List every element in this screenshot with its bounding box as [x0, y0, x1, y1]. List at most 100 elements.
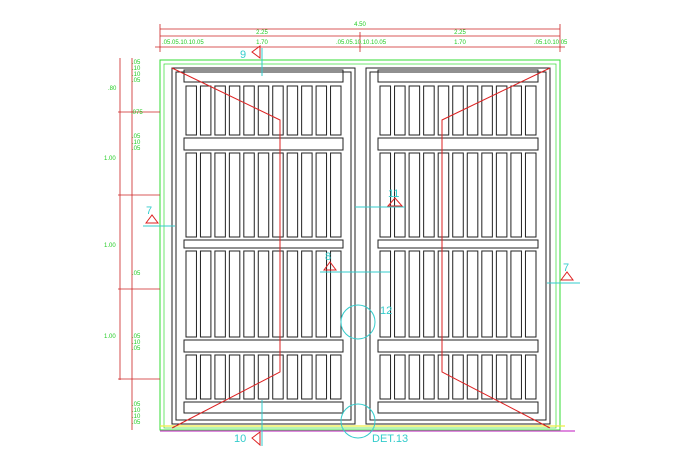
gate-picket	[214, 354, 226, 400]
gate-picket	[330, 152, 342, 238]
gate-rail	[377, 239, 539, 249]
gate-picket	[481, 250, 493, 338]
detail-tag-13: DET.13	[372, 433, 408, 445]
gate-picket	[423, 250, 435, 338]
section-markers	[145, 45, 574, 447]
gate-picket	[524, 354, 537, 400]
gate-picket	[330, 85, 342, 136]
gate-picket	[243, 152, 255, 238]
gate-picket	[214, 85, 226, 136]
small-dimension-label: .10	[132, 66, 141, 72]
gate-picket	[315, 250, 328, 338]
gate-picket	[394, 85, 406, 136]
gate-rail	[183, 401, 344, 414]
small-dimension-label: .10	[132, 140, 141, 146]
top-dimensions	[155, 24, 565, 52]
gate-picket	[185, 354, 197, 400]
gate-picket	[466, 152, 479, 238]
dim-leaf-right: 1.70	[454, 40, 466, 46]
small-dimension-label: .05	[132, 134, 141, 140]
outer-frame	[159, 59, 575, 432]
gate-picket	[272, 250, 284, 338]
small-dimension-label: .05	[132, 146, 141, 152]
gate-picket	[524, 152, 537, 238]
gate-picket	[301, 250, 313, 338]
gate-picket	[437, 354, 450, 400]
detail-circle-13	[340, 403, 376, 439]
left-dimensions	[118, 58, 160, 430]
small-dimension-label: .05	[132, 78, 141, 84]
gate-picket	[185, 250, 197, 338]
detail-circle-12	[340, 304, 376, 340]
dim-left-mid2: 1.00	[104, 243, 116, 249]
section-arrow-7-left	[145, 214, 159, 224]
gate-picket	[243, 250, 255, 338]
gate-picket	[466, 250, 479, 338]
dim-top-small-mid: .05.05.10.10.10.05	[336, 40, 387, 46]
gate-picket	[466, 354, 479, 400]
gate-rail	[183, 137, 344, 151]
gate-rail	[183, 239, 344, 249]
gate-rail	[377, 69, 539, 83]
gate-picket	[495, 250, 508, 338]
gate-picket	[481, 152, 493, 238]
section-arrow-11	[386, 197, 404, 207]
section-arrow-7-right	[560, 271, 574, 281]
gate-picket	[286, 354, 299, 400]
dim-left-mid1: 1.00	[104, 156, 116, 162]
gate-picket	[330, 354, 342, 400]
small-dimension-label: .10	[132, 408, 141, 414]
gate-picket	[301, 354, 313, 400]
dim-half-left: 2.25	[256, 30, 268, 36]
gate-leaves	[171, 67, 551, 425]
gate-rail	[377, 339, 539, 353]
gate-picket	[199, 250, 212, 338]
gate-picket	[228, 354, 241, 400]
gate-picket	[199, 85, 212, 136]
gate-picket	[452, 250, 464, 338]
gate-rail	[183, 339, 344, 353]
outer-frame-line	[159, 59, 561, 431]
gate-picket	[315, 85, 328, 136]
section-tag-11: 11	[388, 188, 399, 200]
gate-picket	[257, 152, 270, 238]
gate-picket	[301, 85, 313, 136]
dim-left-mid3: 1.00	[104, 334, 116, 340]
gate-picket	[524, 85, 537, 136]
small-dimension-label: .05	[132, 60, 141, 66]
gate-picket	[185, 152, 197, 238]
gate-rail	[377, 137, 539, 151]
gate-picket	[408, 152, 421, 238]
inner-frame-line	[163, 63, 557, 429]
section-tag-8: 8	[325, 251, 331, 263]
gate-picket	[199, 354, 212, 400]
gate-picket	[379, 85, 392, 136]
gate-picket	[408, 85, 421, 136]
gate-picket	[495, 152, 508, 238]
section-cut-lines	[143, 48, 580, 446]
small-dimension-label: .05	[132, 402, 141, 408]
opening-diagonals	[171, 67, 551, 429]
gate-picket	[408, 250, 421, 338]
section-arrow-8	[323, 261, 337, 271]
gate-picket	[315, 152, 328, 238]
gate-picket	[228, 152, 241, 238]
section-arrow-10	[251, 431, 261, 447]
gate-picket	[315, 354, 328, 400]
gate-picket	[423, 354, 435, 400]
gate-picket	[286, 250, 299, 338]
section-tag-9: 9	[240, 49, 246, 61]
gate-picket	[214, 152, 226, 238]
small-dimension-labels: .05.10.10.05.05.10.05.05.05.10.05.05.10.…	[132, 60, 141, 426]
gate-picket	[243, 354, 255, 400]
gate-picket	[510, 152, 522, 238]
right-leaf-swing-line	[441, 67, 551, 429]
gate-picket	[228, 250, 241, 338]
section-tag-7-right: 7	[563, 262, 569, 274]
gate-picket	[510, 354, 522, 400]
gate-picket	[452, 354, 464, 400]
gate-rail	[377, 401, 539, 414]
dim-top-small-left: .05.05.10.10.05	[162, 40, 204, 46]
small-dimension-label: .05	[132, 346, 141, 352]
